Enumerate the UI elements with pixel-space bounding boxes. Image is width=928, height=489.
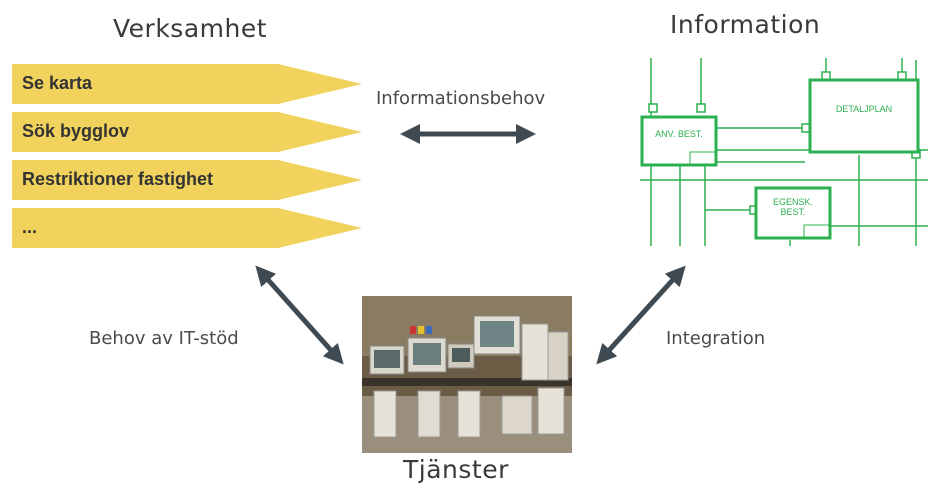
heading-information: Information: [670, 10, 821, 39]
label-behov-it-stod: Behov av IT-stöd: [89, 328, 239, 349]
entity-anv-best-label: ANV. BEST.: [655, 129, 703, 139]
heading-verksamhet: Verksamhet: [113, 14, 268, 43]
process-item-label: Se karta: [22, 73, 93, 93]
entity-egensk-best: EGENSK. BEST.: [754, 186, 832, 240]
process-item-sok-bygglov: Sök bygglov: [12, 112, 362, 152]
heading-tjanster: Tjänster: [403, 455, 509, 484]
process-item-label: ...: [22, 217, 38, 237]
label-integration: Integration: [666, 328, 766, 349]
process-item-more: ...: [12, 208, 362, 248]
entity-egensk-label: EGENSK.: [773, 197, 813, 207]
entity-detaljplan: DETALJPLAN: [808, 78, 920, 154]
label-informationsbehov: Informationsbehov: [376, 88, 546, 109]
process-item-restriktioner: Restriktioner fastighet: [12, 160, 362, 200]
entity-detaljplan-label: DETALJPLAN: [836, 104, 892, 114]
double-arrow-behov-it-stod: [255, 265, 344, 365]
double-arrow-integration: [596, 265, 686, 365]
entity-anv-best: ANV. BEST.: [640, 115, 718, 167]
process-item-se-karta: Se karta: [12, 64, 362, 104]
process-item-label: Restriktioner fastighet: [22, 169, 214, 189]
entity-best-label: BEST.: [780, 207, 805, 217]
process-item-label: Sök bygglov: [22, 121, 130, 141]
